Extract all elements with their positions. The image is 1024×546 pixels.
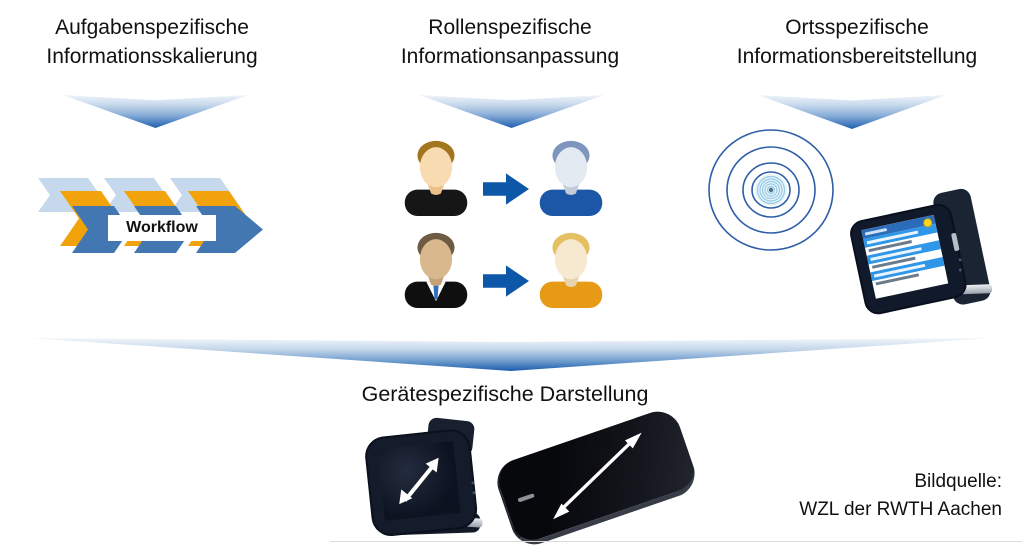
image-credit: Bildquelle: WZL der RWTH Aachen bbox=[799, 468, 1002, 524]
heading-line: Informationsskalierung bbox=[46, 45, 258, 68]
tablet-body bbox=[490, 405, 702, 546]
right-arrow-icon bbox=[483, 265, 529, 297]
heading-line: Rollenspezifische bbox=[428, 16, 592, 39]
heading-line: Aufgabenspezifische bbox=[55, 16, 249, 39]
result-title: Gerätespezifische Darstellung bbox=[361, 382, 649, 406]
radar-beacon-icon bbox=[703, 126, 843, 260]
heading-line: Ortsspezifische bbox=[785, 16, 929, 39]
credit-line: Bildquelle: bbox=[914, 471, 1002, 492]
big-down-arrow-icon bbox=[30, 338, 992, 371]
person-blue-shirt-icon bbox=[534, 134, 608, 216]
person-black-shirt-icon bbox=[399, 134, 473, 216]
person-suit-tie-icon bbox=[399, 226, 473, 308]
screen-diagonal-arrow-icon bbox=[399, 457, 439, 505]
down-arrow-icon bbox=[419, 95, 604, 128]
down-arrow-icon bbox=[758, 95, 946, 129]
heading-line: Informationsbereitstellung bbox=[736, 45, 978, 68]
tablet-size-demo bbox=[490, 405, 702, 546]
right-arrow-icon bbox=[483, 173, 529, 205]
heading-role-specific: Rollenspezifische Informationsanpassung bbox=[370, 13, 650, 71]
heading-task-specific: Aufgabenspezifische Informationsskalieru… bbox=[12, 13, 292, 71]
person-orange-shirt-icon bbox=[534, 226, 608, 308]
heading-line: Informationsanpassung bbox=[400, 45, 620, 68]
smartwatch-with-list bbox=[845, 183, 1001, 328]
screen-diagonal-arrow-icon bbox=[553, 432, 642, 520]
photo-edge-line bbox=[330, 541, 1022, 542]
credit-line: WZL der RWTH Aachen bbox=[799, 499, 1002, 520]
watch-screen bbox=[377, 441, 461, 521]
smartwatch-size-demo bbox=[362, 414, 494, 546]
workflow-graphic: Workflow bbox=[36, 176, 276, 260]
workflow-label: Workflow bbox=[108, 215, 216, 241]
down-arrow-icon bbox=[63, 95, 248, 128]
heading-location-specific: Ortsspezifische Informationsbereitstellu… bbox=[716, 13, 998, 71]
